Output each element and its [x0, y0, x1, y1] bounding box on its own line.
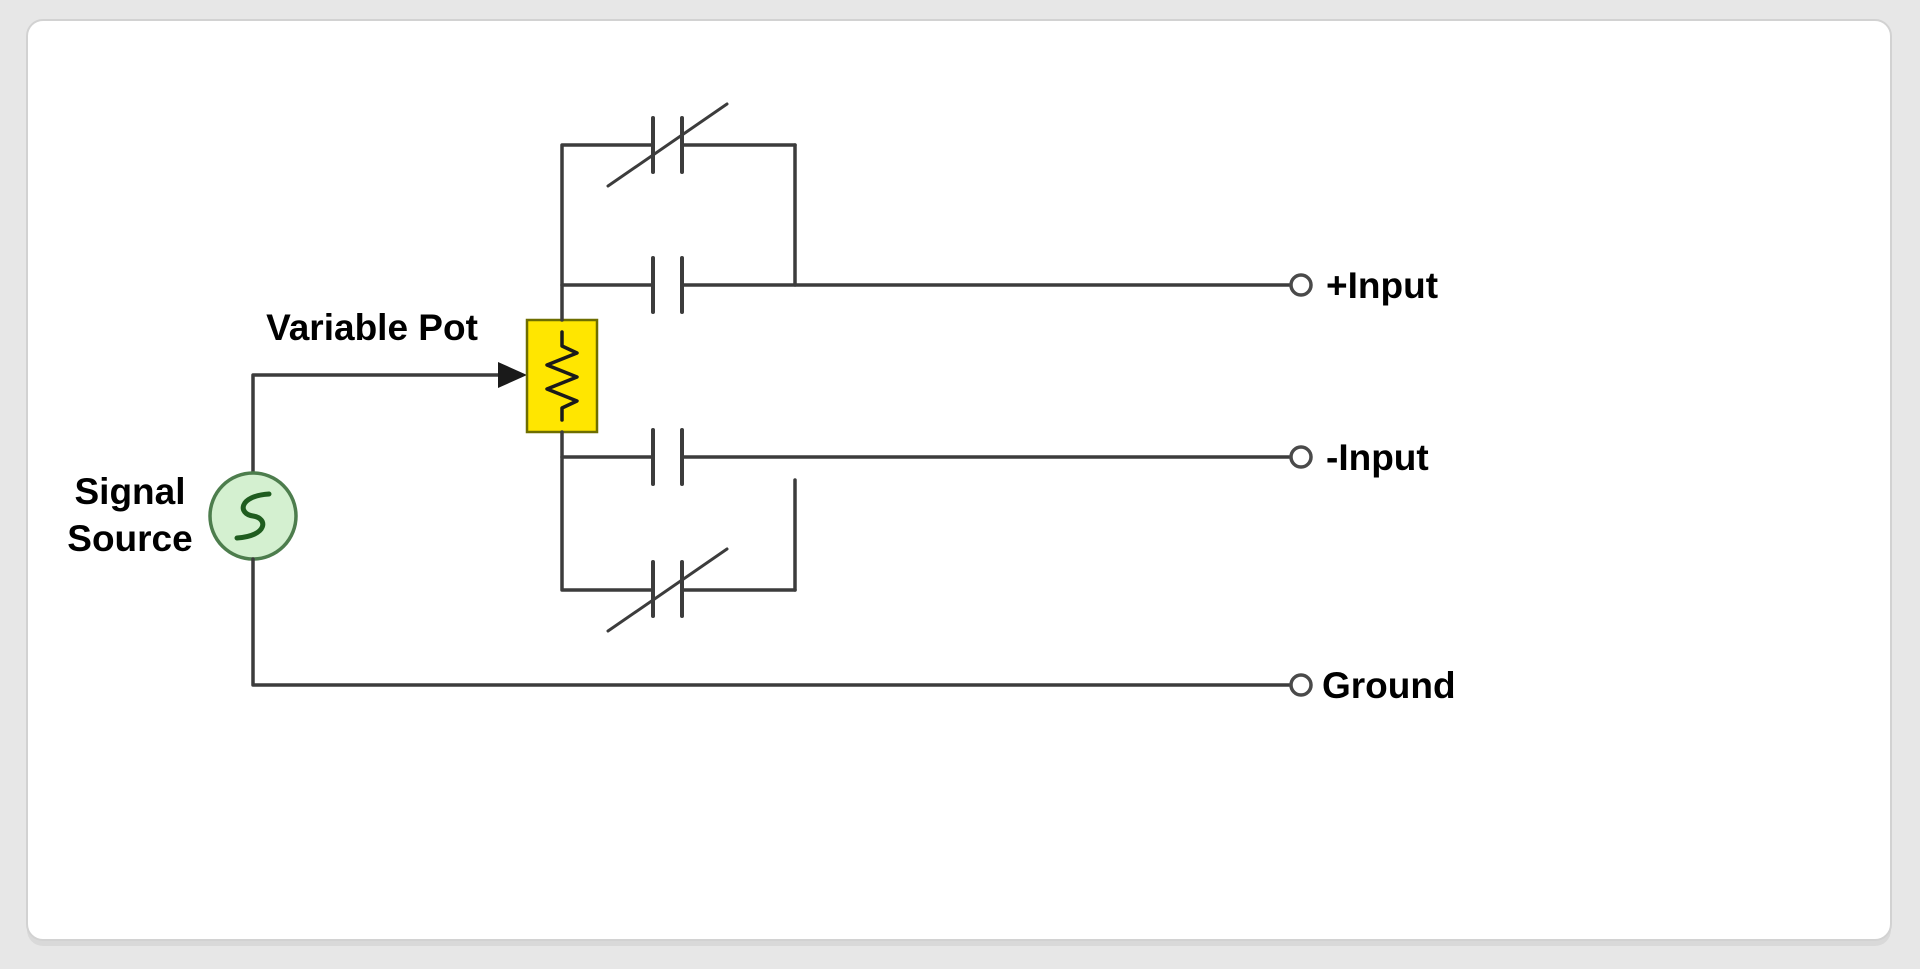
minus-input-label: -Input	[1326, 437, 1429, 478]
terminal-ground	[1289, 673, 1313, 697]
signal-source-label-line1: Signal	[74, 471, 185, 512]
ground-label: Ground	[1322, 665, 1456, 706]
wire-source-to-pot	[251, 373, 502, 475]
terminal-minus-input	[1289, 445, 1313, 469]
diagram-card	[26, 19, 1892, 941]
signal-source-label-line2: Source	[67, 518, 192, 559]
arrowhead-icon	[498, 362, 527, 388]
wire-pot-to-bottom-cap	[560, 430, 655, 592]
variable-pot-symbol	[525, 318, 599, 434]
variable-pot-label: Variable Pot	[266, 307, 478, 348]
wire-ground	[251, 557, 1292, 687]
resistor-zigzag-icon	[545, 330, 579, 422]
signal-source-symbol	[208, 471, 298, 561]
plus-input-label: +Input	[1326, 265, 1438, 306]
variable-slash-icon	[606, 102, 729, 188]
sine-wave-icon	[234, 491, 272, 541]
variable-slash-icon	[606, 547, 729, 633]
wire-pot-to-top-cap	[560, 143, 655, 322]
terminal-plus-input	[1289, 273, 1313, 297]
